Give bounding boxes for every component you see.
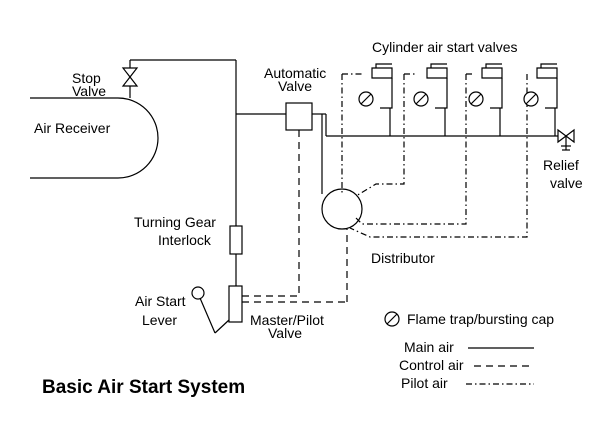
cylinder-valves-label: Cylinder air start valves bbox=[372, 39, 518, 55]
stop-valve-label-1: Stop bbox=[72, 70, 101, 86]
air-receiver bbox=[30, 97, 159, 179]
turning-gear-interlock-box bbox=[229, 225, 243, 255]
turning-gear-label-1: Turning Gear bbox=[134, 214, 216, 230]
cylinder-valve-4 bbox=[523, 63, 558, 109]
automatic-valve-label-1: Automatic bbox=[264, 65, 326, 81]
legend-main-air: Main air bbox=[404, 339, 454, 355]
master-pilot-label-1: Master/Pilot bbox=[250, 312, 324, 328]
pilot-air-piping bbox=[341, 73, 528, 238]
relief-valve-label-2: valve bbox=[550, 175, 583, 191]
legend-control-air: Control air bbox=[399, 357, 464, 373]
distributor-label: Distributor bbox=[371, 250, 435, 266]
legend: Flame trap/bursting cap Main air Control… bbox=[384, 311, 554, 391]
air-receiver-label: Air Receiver bbox=[34, 120, 111, 136]
turning-gear-label-2: Interlock bbox=[158, 232, 212, 248]
main-air-piping bbox=[129, 59, 558, 286]
master-pilot-valve-box bbox=[228, 285, 243, 323]
stop-valve-icon bbox=[121, 67, 139, 87]
distributor-icon bbox=[321, 188, 363, 230]
legend-flame-trap: Flame trap/bursting cap bbox=[407, 311, 554, 327]
cylinder-valve-2 bbox=[413, 63, 448, 109]
automatic-valve-label-2: Valve bbox=[278, 78, 312, 94]
automatic-valve-box bbox=[285, 102, 313, 131]
relief-valve-icon bbox=[557, 128, 575, 151]
relief-valve-label-1: Relief bbox=[543, 157, 579, 173]
legend-pilot-air: Pilot air bbox=[401, 375, 448, 391]
air-start-lever bbox=[191, 286, 230, 334]
air-start-lever-label-1: Air Start bbox=[135, 293, 186, 309]
control-air-piping bbox=[242, 130, 348, 303]
stop-valve-label-2: Valve bbox=[72, 83, 106, 99]
air-start-lever-label-2: Lever bbox=[142, 312, 177, 328]
cylinder-valve-1 bbox=[358, 63, 393, 109]
cylinder-valve-3 bbox=[468, 63, 503, 109]
diagram-title: Basic Air Start System bbox=[42, 377, 245, 398]
master-pilot-label-2: Valve bbox=[268, 325, 302, 341]
